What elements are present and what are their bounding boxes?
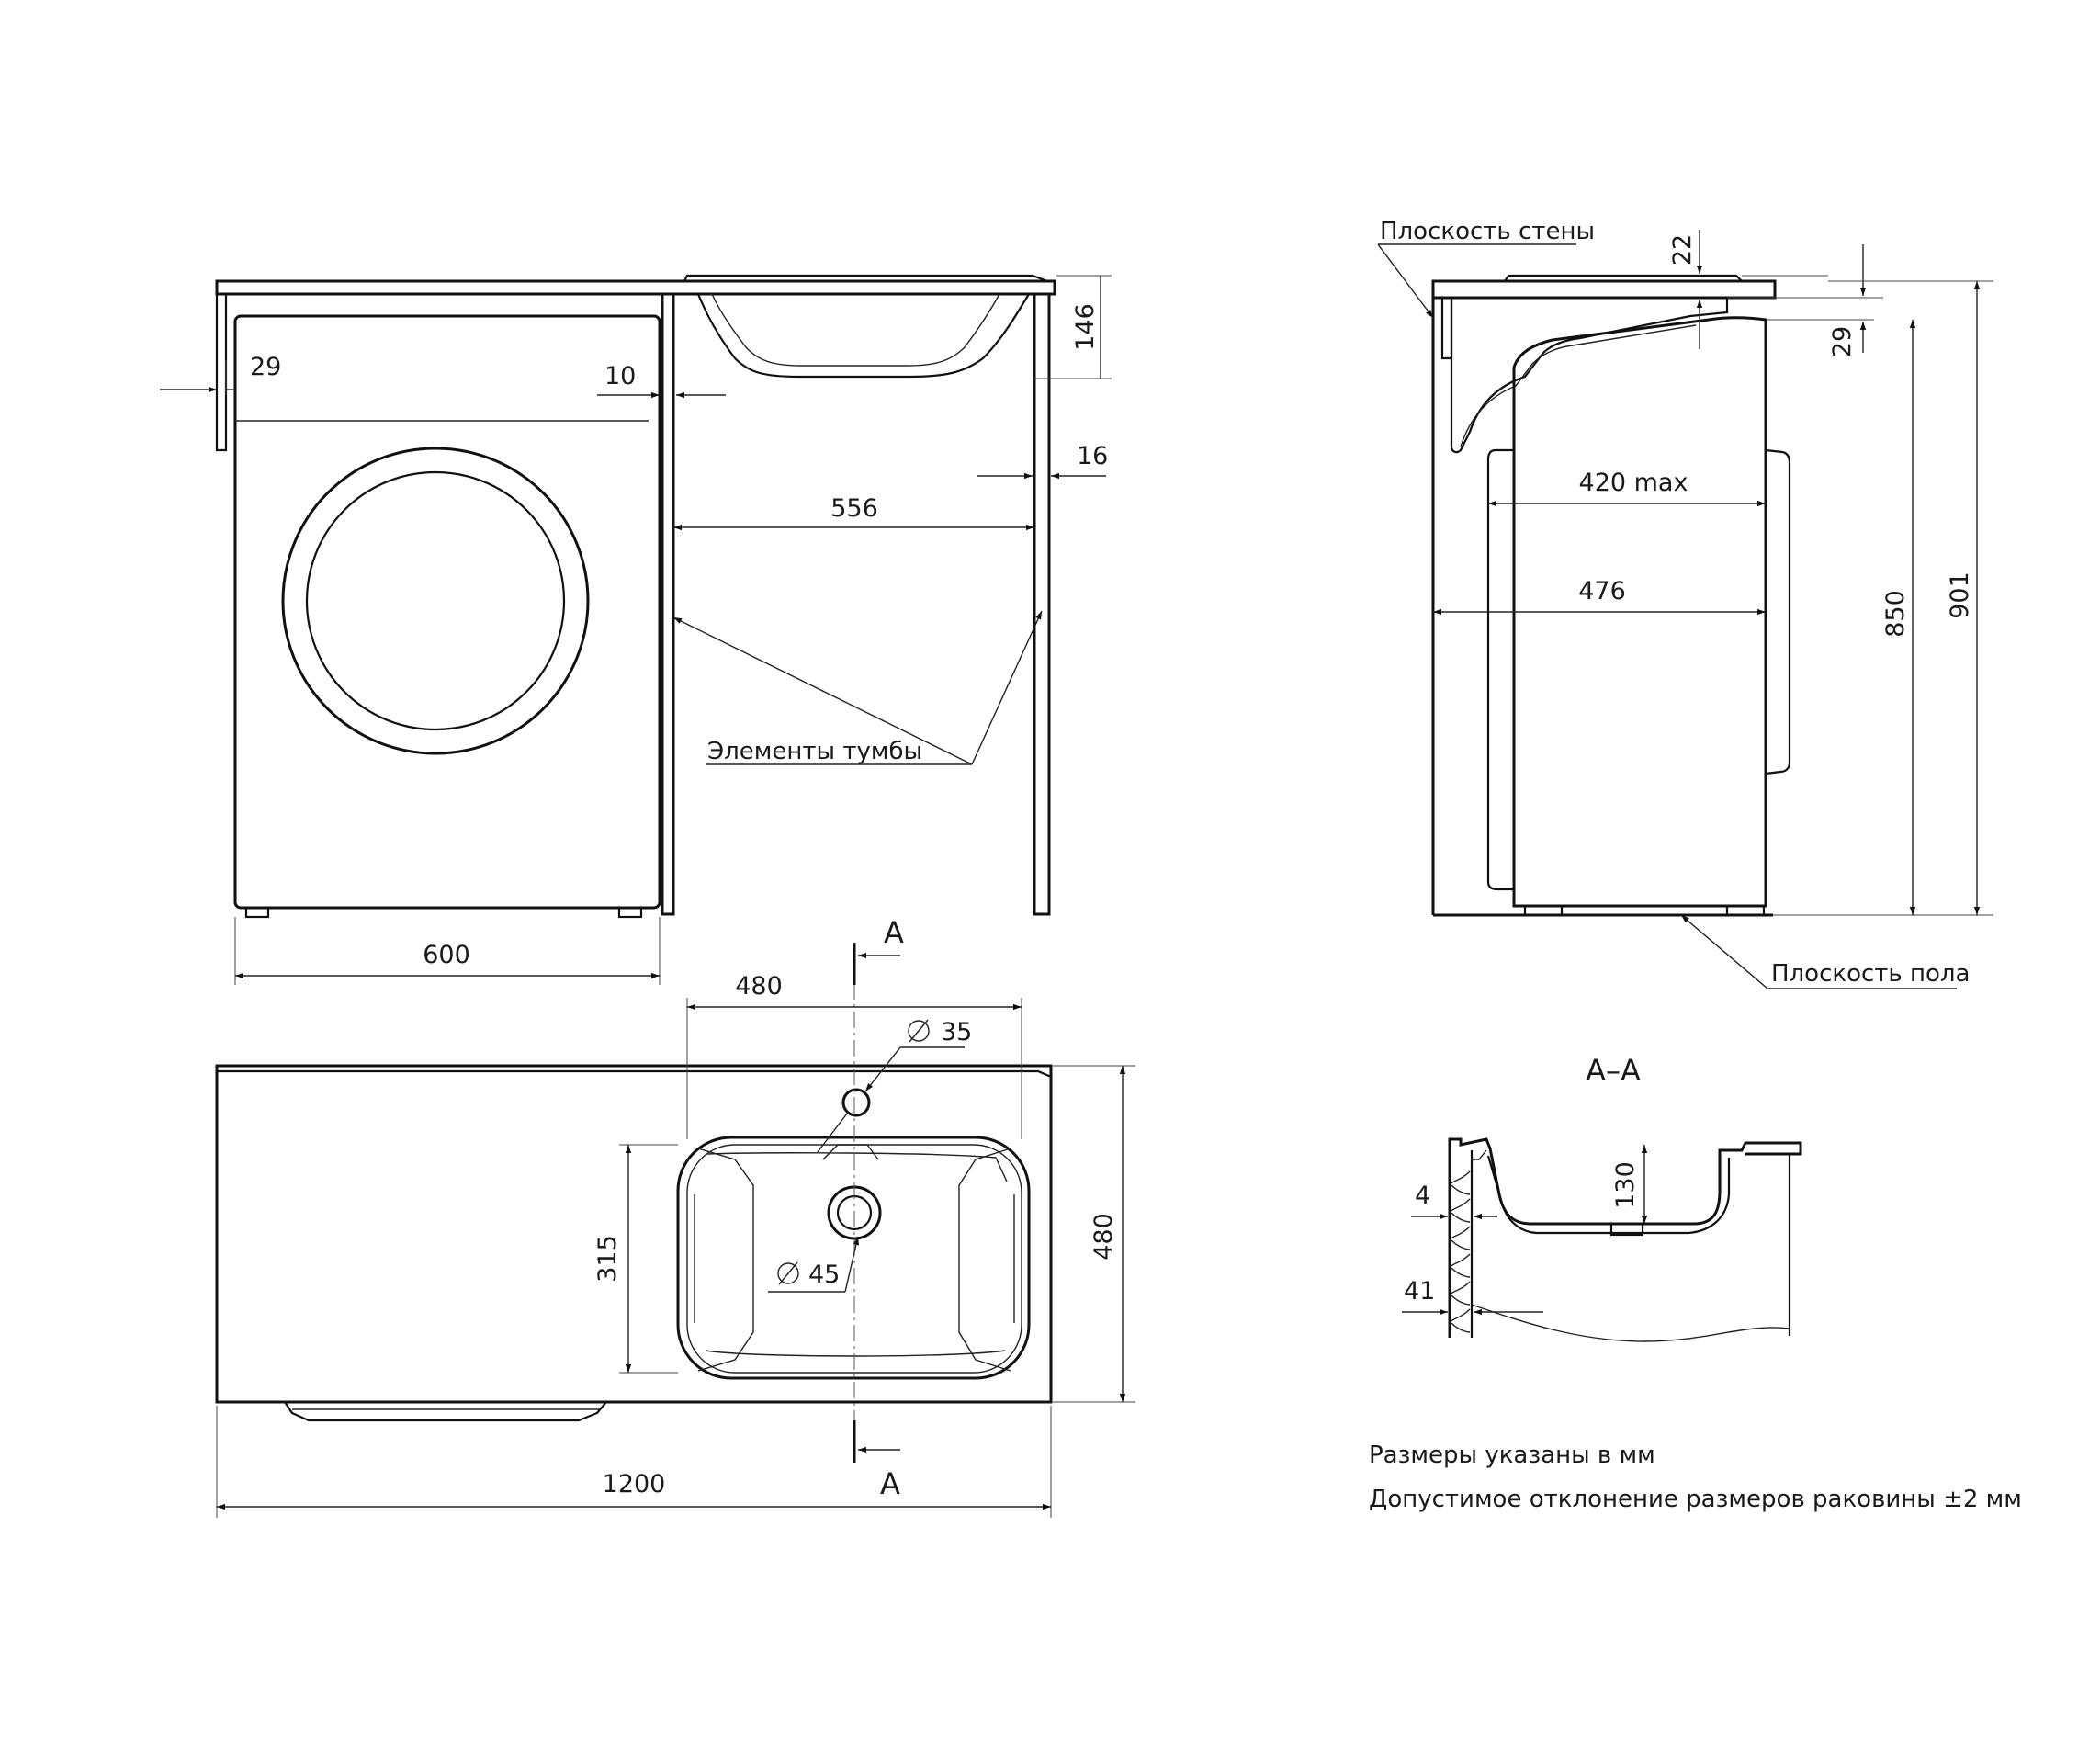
dim-29-front: 29 [160,353,281,395]
dim-600: 600 [234,917,661,985]
dim-22-label: 22 [1668,234,1697,266]
section-mark-bottom: A [853,1420,900,1501]
side-view: Плоскость стены 22 29 420 max 476 [1377,218,1993,989]
dim-556: 556 [673,494,1034,531]
dim-4: 4 [1411,1182,1497,1220]
notes: Размеры указаны в мм Допустимое отклонен… [1369,1442,2022,1513]
countertop-front [215,274,1056,296]
dim-146: 146 [1033,275,1112,379]
countertop-plan [215,1064,1053,1422]
section-title: A–A [1586,1053,1641,1088]
dim-480-top-label: 480 [1090,1213,1118,1261]
dim-29-side: 29 [1766,244,1874,357]
callout-cabinet-elements: Элементы тумбы [672,610,1043,765]
dim-901-label: 901 [1946,571,1974,619]
callout-wall-plane-label: Плоскость стены [1380,218,1595,245]
dim-901: 901 [1828,280,1993,915]
dim-480-bowl-label: 480 [735,972,783,1001]
callout-floor-plane-label: Плоскость пола [1771,960,1970,988]
dim-315-label: 315 [593,1235,622,1283]
machine-door-outer [281,447,590,755]
section-sink-profile [1448,1137,1802,1342]
dim-29-label: 29 [250,353,281,381]
plan-view: A A 480 35 315 [215,915,1135,1518]
dim-476-label: 476 [1578,577,1626,605]
dim-d45-label: 45 [808,1261,840,1289]
dim-315: 315 [593,1144,678,1374]
dim-850: 850 [1773,320,1993,916]
front-view: 29 10 146 16 556 Э [160,274,1112,985]
note-tolerance: Допустимое отклонение размеров раковины … [1369,1486,2022,1513]
dim-16-label: 16 [1077,442,1108,470]
section-wall [1448,1145,1474,1338]
dim-130: 130 [1611,1145,1648,1224]
dim-10: 10 [597,362,726,399]
dim-22: 22 [1668,230,1883,349]
dim-476: 476 [1433,577,1766,616]
dim-480-bowl: 480 [686,972,1022,1139]
dim-850-label: 850 [1881,590,1910,638]
section-mark-bottom-label: A [880,1466,900,1501]
section-mark-top-label: A [884,915,904,950]
callout-cabinet-elements-label: Элементы тумбы [707,738,922,765]
dim-146-label: 146 [1071,303,1100,351]
wall-bracket-left [215,294,228,452]
callout-wall-plane: Плоскость стены [1377,218,1595,319]
dim-d45: 45 [768,1236,860,1293]
dim-10-label: 10 [604,362,636,390]
dim-556-label: 556 [830,494,878,523]
dim-420-max: 420 max [1488,469,1766,507]
sink-bowl-inner [711,293,1000,367]
dim-29-side-label: 29 [1828,326,1857,357]
dim-420-max-label: 420 max [1579,469,1688,497]
dim-41: 41 [1402,1277,1543,1316]
tap-hole [841,1088,871,1117]
dim-480-top: 480 [1053,1065,1135,1403]
cabinet-panel-left [661,294,675,916]
dim-4-label: 4 [1415,1182,1430,1210]
countertop-side [1431,274,1777,300]
dim-1200: 1200 [216,1406,1052,1518]
dim-1200-label: 1200 [603,1470,666,1498]
washing-machine-side [1486,316,1791,917]
sink-bowl-front [696,293,1030,379]
dim-d35-label: 35 [941,1018,972,1046]
cabinet-panel-right [1033,294,1051,916]
dim-d35: 35 [817,1018,972,1153]
dim-600-label: 600 [423,941,470,969]
machine-door-inner [305,470,566,731]
washing-machine-front [233,314,661,919]
sink-underside-side [1450,298,1729,454]
section-view: A–A 130 4 [1402,1053,1802,1342]
note-units: Размеры указаны в мм [1369,1442,1655,1469]
dim-41-label: 41 [1404,1277,1435,1306]
bracket-side [1440,298,1453,360]
callout-floor-plane: Плоскость пола [1680,914,1970,989]
dim-16: 16 [977,442,1108,480]
section-mark-top: A [853,915,904,985]
dim-130-label: 130 [1611,1161,1640,1209]
